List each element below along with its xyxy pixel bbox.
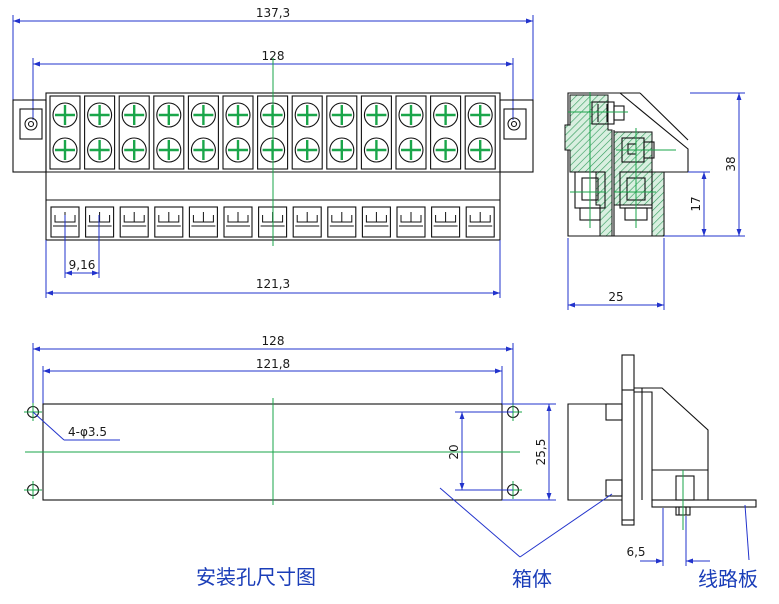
terminal-row	[49, 95, 496, 238]
dim-terminal-pitch: 9,16	[64, 215, 100, 278]
assembly-block	[567, 403, 622, 501]
dim-body-width: 121,3	[45, 240, 501, 298]
dim-hole-vertical-label: 20	[447, 444, 461, 459]
dim-height-total-label: 38	[724, 156, 738, 171]
mounting-view: 128 121,8 4-φ3.5	[24, 334, 556, 589]
dim-overall-width-label: 137,3	[256, 6, 290, 20]
side-view: 38 17 25	[564, 92, 745, 310]
dim-body-width-label: 121,3	[256, 277, 290, 291]
right-ear	[499, 99, 534, 173]
terminal	[84, 95, 116, 170]
dim-hole-span: 128	[32, 334, 514, 405]
terminal	[49, 95, 81, 170]
dim-cutout-width-label: 121,8	[256, 357, 290, 371]
dim-height-lower-label: 17	[689, 196, 703, 211]
wire-clamp	[85, 206, 115, 238]
terminal	[291, 95, 323, 170]
terminal	[222, 95, 254, 170]
right-ear-slot	[503, 108, 527, 140]
wire-clamp	[154, 206, 184, 238]
mount-bracket	[634, 387, 709, 501]
terminal	[187, 95, 219, 170]
section-hatch-upper	[564, 94, 613, 237]
assembly-view: 6,5 箱体 线路板	[439, 354, 758, 591]
hole-spec-label: 4-φ3.5	[68, 425, 107, 439]
dim-terminal-pitch-label: 9,16	[69, 258, 96, 272]
terminal	[118, 95, 150, 170]
dim-pitch-span-label: 128	[262, 49, 285, 63]
hole-spec-callout: 4-φ3.5	[32, 411, 120, 441]
dim-cutout-height: 25,5	[502, 403, 556, 501]
line-board	[651, 499, 757, 508]
dim-hole-span-label: 128	[262, 334, 285, 348]
terminal	[326, 95, 358, 170]
wire-clamp	[327, 206, 357, 238]
dim-panel-offset-label: 6,5	[626, 545, 645, 559]
dim-panel-offset: 6,5	[626, 508, 710, 566]
right-mount-hole	[507, 117, 521, 131]
left-mount-hole	[24, 117, 38, 131]
label-box: 箱体	[512, 567, 552, 591]
terminal	[360, 95, 392, 170]
terminal	[464, 95, 496, 170]
dim-depth-label: 25	[608, 290, 623, 304]
wire-clamp	[292, 206, 322, 238]
wire-clamp	[431, 206, 461, 238]
dim-depth: 25	[567, 238, 665, 310]
terminal	[153, 95, 185, 170]
top-view: 137,3 128 9,16	[12, 6, 534, 298]
terminal	[430, 95, 462, 170]
section-outline	[567, 92, 689, 237]
wire-clamp	[361, 206, 391, 238]
dim-cutout-height-label: 25,5	[534, 439, 548, 466]
label-board: 线路板	[698, 567, 758, 591]
wire-clamp	[396, 206, 426, 238]
wire-clamp	[223, 206, 253, 238]
wire-clamp	[119, 206, 149, 238]
mounting-caption: 安装孔尺寸图	[196, 565, 316, 589]
leader-box-block	[519, 493, 613, 558]
dim-overall-width: 137,3	[12, 6, 534, 100]
leader-board	[744, 504, 750, 561]
dim-cutout-width: 121,8	[42, 357, 503, 404]
panel-plate	[621, 354, 635, 526]
leader-box-cutout	[439, 487, 521, 558]
dim-height-lower: 17	[688, 171, 710, 236]
dim-hole-vertical: 20	[447, 411, 513, 491]
wire-clamp	[465, 206, 495, 238]
left-ear	[12, 99, 47, 173]
wire-clamp	[188, 206, 218, 238]
terminal	[395, 95, 427, 170]
left-ear-slot	[19, 108, 43, 140]
